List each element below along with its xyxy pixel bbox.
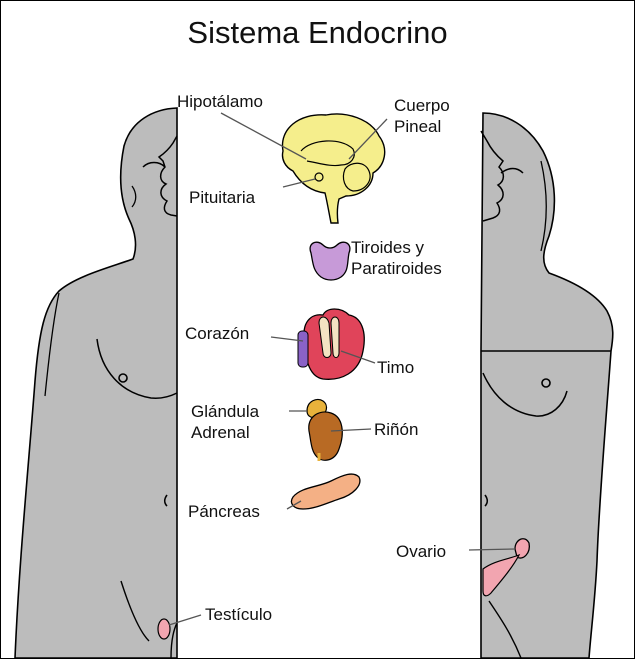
pancreas-icon: [291, 474, 359, 509]
label-corazon: Corazón: [185, 323, 249, 344]
label-pancreas: Páncreas: [188, 501, 260, 522]
label-adrenal: Glándula Adrenal: [191, 401, 259, 443]
male-body-silhouette: [15, 108, 177, 658]
label-adrenal-line-2: Adrenal: [191, 422, 259, 443]
label-cuerpo-pineal-line-2: Pineal: [394, 116, 450, 137]
label-tiroides-line-2: Paratiroides: [351, 258, 442, 279]
kidney-icon: [309, 412, 342, 460]
brain-icon: [282, 114, 384, 223]
thyroid-icon: [310, 242, 350, 280]
label-rinon: Riñón: [374, 419, 418, 440]
pituitary-gland-icon: [315, 173, 323, 181]
label-pituitaria: Pituitaria: [189, 187, 255, 208]
label-adrenal-line-1: Glándula: [191, 401, 259, 422]
label-cuerpo-pineal: Cuerpo Pineal: [394, 95, 450, 137]
label-timo: Timo: [377, 357, 414, 378]
label-hipotalamo: Hipotálamo: [177, 91, 263, 112]
label-tiroides: Tiroides y Paratiroides: [351, 237, 442, 279]
heart-vessel-blue: [298, 331, 308, 367]
label-ovario: Ovario: [396, 541, 446, 562]
label-cuerpo-pineal-line-1: Cuerpo: [394, 95, 450, 116]
label-testiculo: Testículo: [205, 604, 272, 625]
label-tiroides-line-1: Tiroides y: [351, 237, 442, 258]
testicle-icon: [158, 619, 170, 639]
diagram-title: Sistema Endocrino: [1, 15, 634, 51]
